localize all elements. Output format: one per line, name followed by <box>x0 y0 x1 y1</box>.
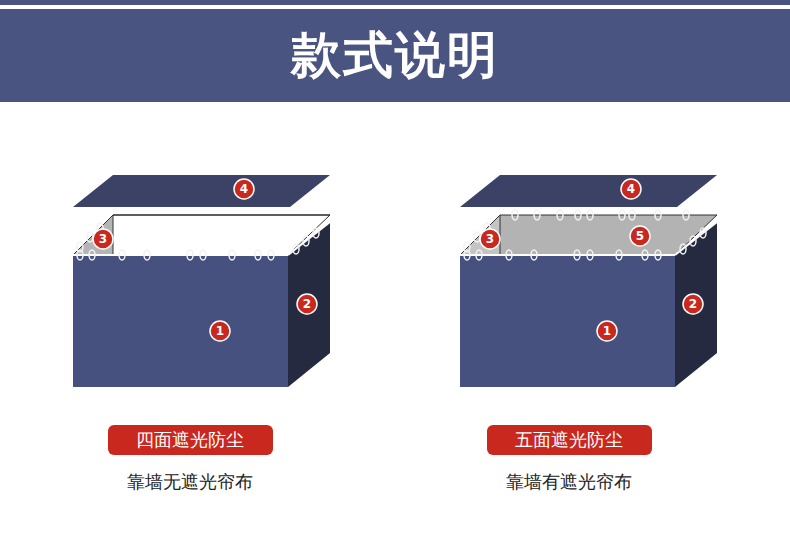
ring <box>531 250 537 260</box>
ring <box>200 250 206 260</box>
side-curtain <box>73 215 113 255</box>
label-pill: 四面遮光防尘 <box>108 425 273 455</box>
label-pill: 五面遮光防尘 <box>487 425 652 455</box>
ring <box>89 250 95 260</box>
back-curtain <box>460 215 717 255</box>
ring <box>616 250 622 260</box>
front-face <box>73 255 288 387</box>
callout-number: 2 <box>303 298 311 310</box>
ring <box>474 232 480 242</box>
ring <box>587 210 593 220</box>
side-face <box>675 222 717 387</box>
top-stripe <box>0 0 790 5</box>
pill-text: 五面遮光防尘 <box>515 429 623 451</box>
ring <box>119 250 125 260</box>
ring <box>229 250 235 260</box>
callout-number: 3 <box>486 233 494 245</box>
callout-number: 4 <box>627 183 635 195</box>
page-title: 款式说明 <box>291 22 499 89</box>
callout-number: 1 <box>603 325 611 337</box>
rings <box>77 210 706 260</box>
callout-dot <box>480 229 500 249</box>
callout-dot <box>621 179 641 199</box>
ring <box>87 232 93 242</box>
caption-text: 靠墙有遮光帘布 <box>506 470 632 494</box>
ring <box>629 210 635 220</box>
ring <box>255 250 261 260</box>
ring <box>587 250 593 260</box>
ring <box>655 250 661 260</box>
ring <box>680 244 686 254</box>
ring <box>464 242 470 252</box>
ring <box>268 250 274 260</box>
ring <box>506 250 512 260</box>
pill-text: 四面遮光防尘 <box>136 429 244 451</box>
right-box <box>460 175 717 387</box>
ring <box>557 210 563 220</box>
callout-dot <box>630 226 650 246</box>
open-top <box>73 215 330 255</box>
callout-dots <box>93 179 703 341</box>
ring <box>534 210 540 220</box>
ring <box>683 210 689 220</box>
ring <box>575 210 581 220</box>
ring <box>313 228 319 238</box>
side-face <box>288 222 330 387</box>
ring <box>700 228 706 238</box>
edge <box>113 215 330 216</box>
ring <box>77 242 83 252</box>
ring <box>512 210 518 220</box>
ring <box>144 250 150 260</box>
edge <box>288 222 330 255</box>
callout-number: 2 <box>689 298 697 310</box>
callout-dot <box>234 179 254 199</box>
ring <box>574 250 580 260</box>
callout-dot <box>683 294 703 314</box>
lid <box>460 175 717 207</box>
callout-dot <box>210 321 230 341</box>
callout-number: 1 <box>216 325 224 337</box>
ring <box>187 250 193 260</box>
ring <box>642 250 648 260</box>
callout-dot <box>93 229 113 249</box>
lid <box>73 175 330 207</box>
title-band <box>0 9 790 102</box>
caption-text: 靠墙无遮光帘布 <box>127 470 253 494</box>
ring <box>655 210 661 220</box>
callout-number: 4 <box>240 183 248 195</box>
callout-number: 5 <box>636 230 644 242</box>
callout-number: 3 <box>99 233 107 245</box>
ring <box>690 236 696 246</box>
left-box <box>73 175 330 387</box>
front-face <box>460 255 675 387</box>
ring <box>476 250 482 260</box>
side-curtain <box>460 215 500 255</box>
ring <box>619 210 625 220</box>
callout-dot <box>597 321 617 341</box>
edge <box>675 222 717 255</box>
ring <box>303 236 309 246</box>
ring <box>293 244 299 254</box>
callout-dot <box>297 294 317 314</box>
